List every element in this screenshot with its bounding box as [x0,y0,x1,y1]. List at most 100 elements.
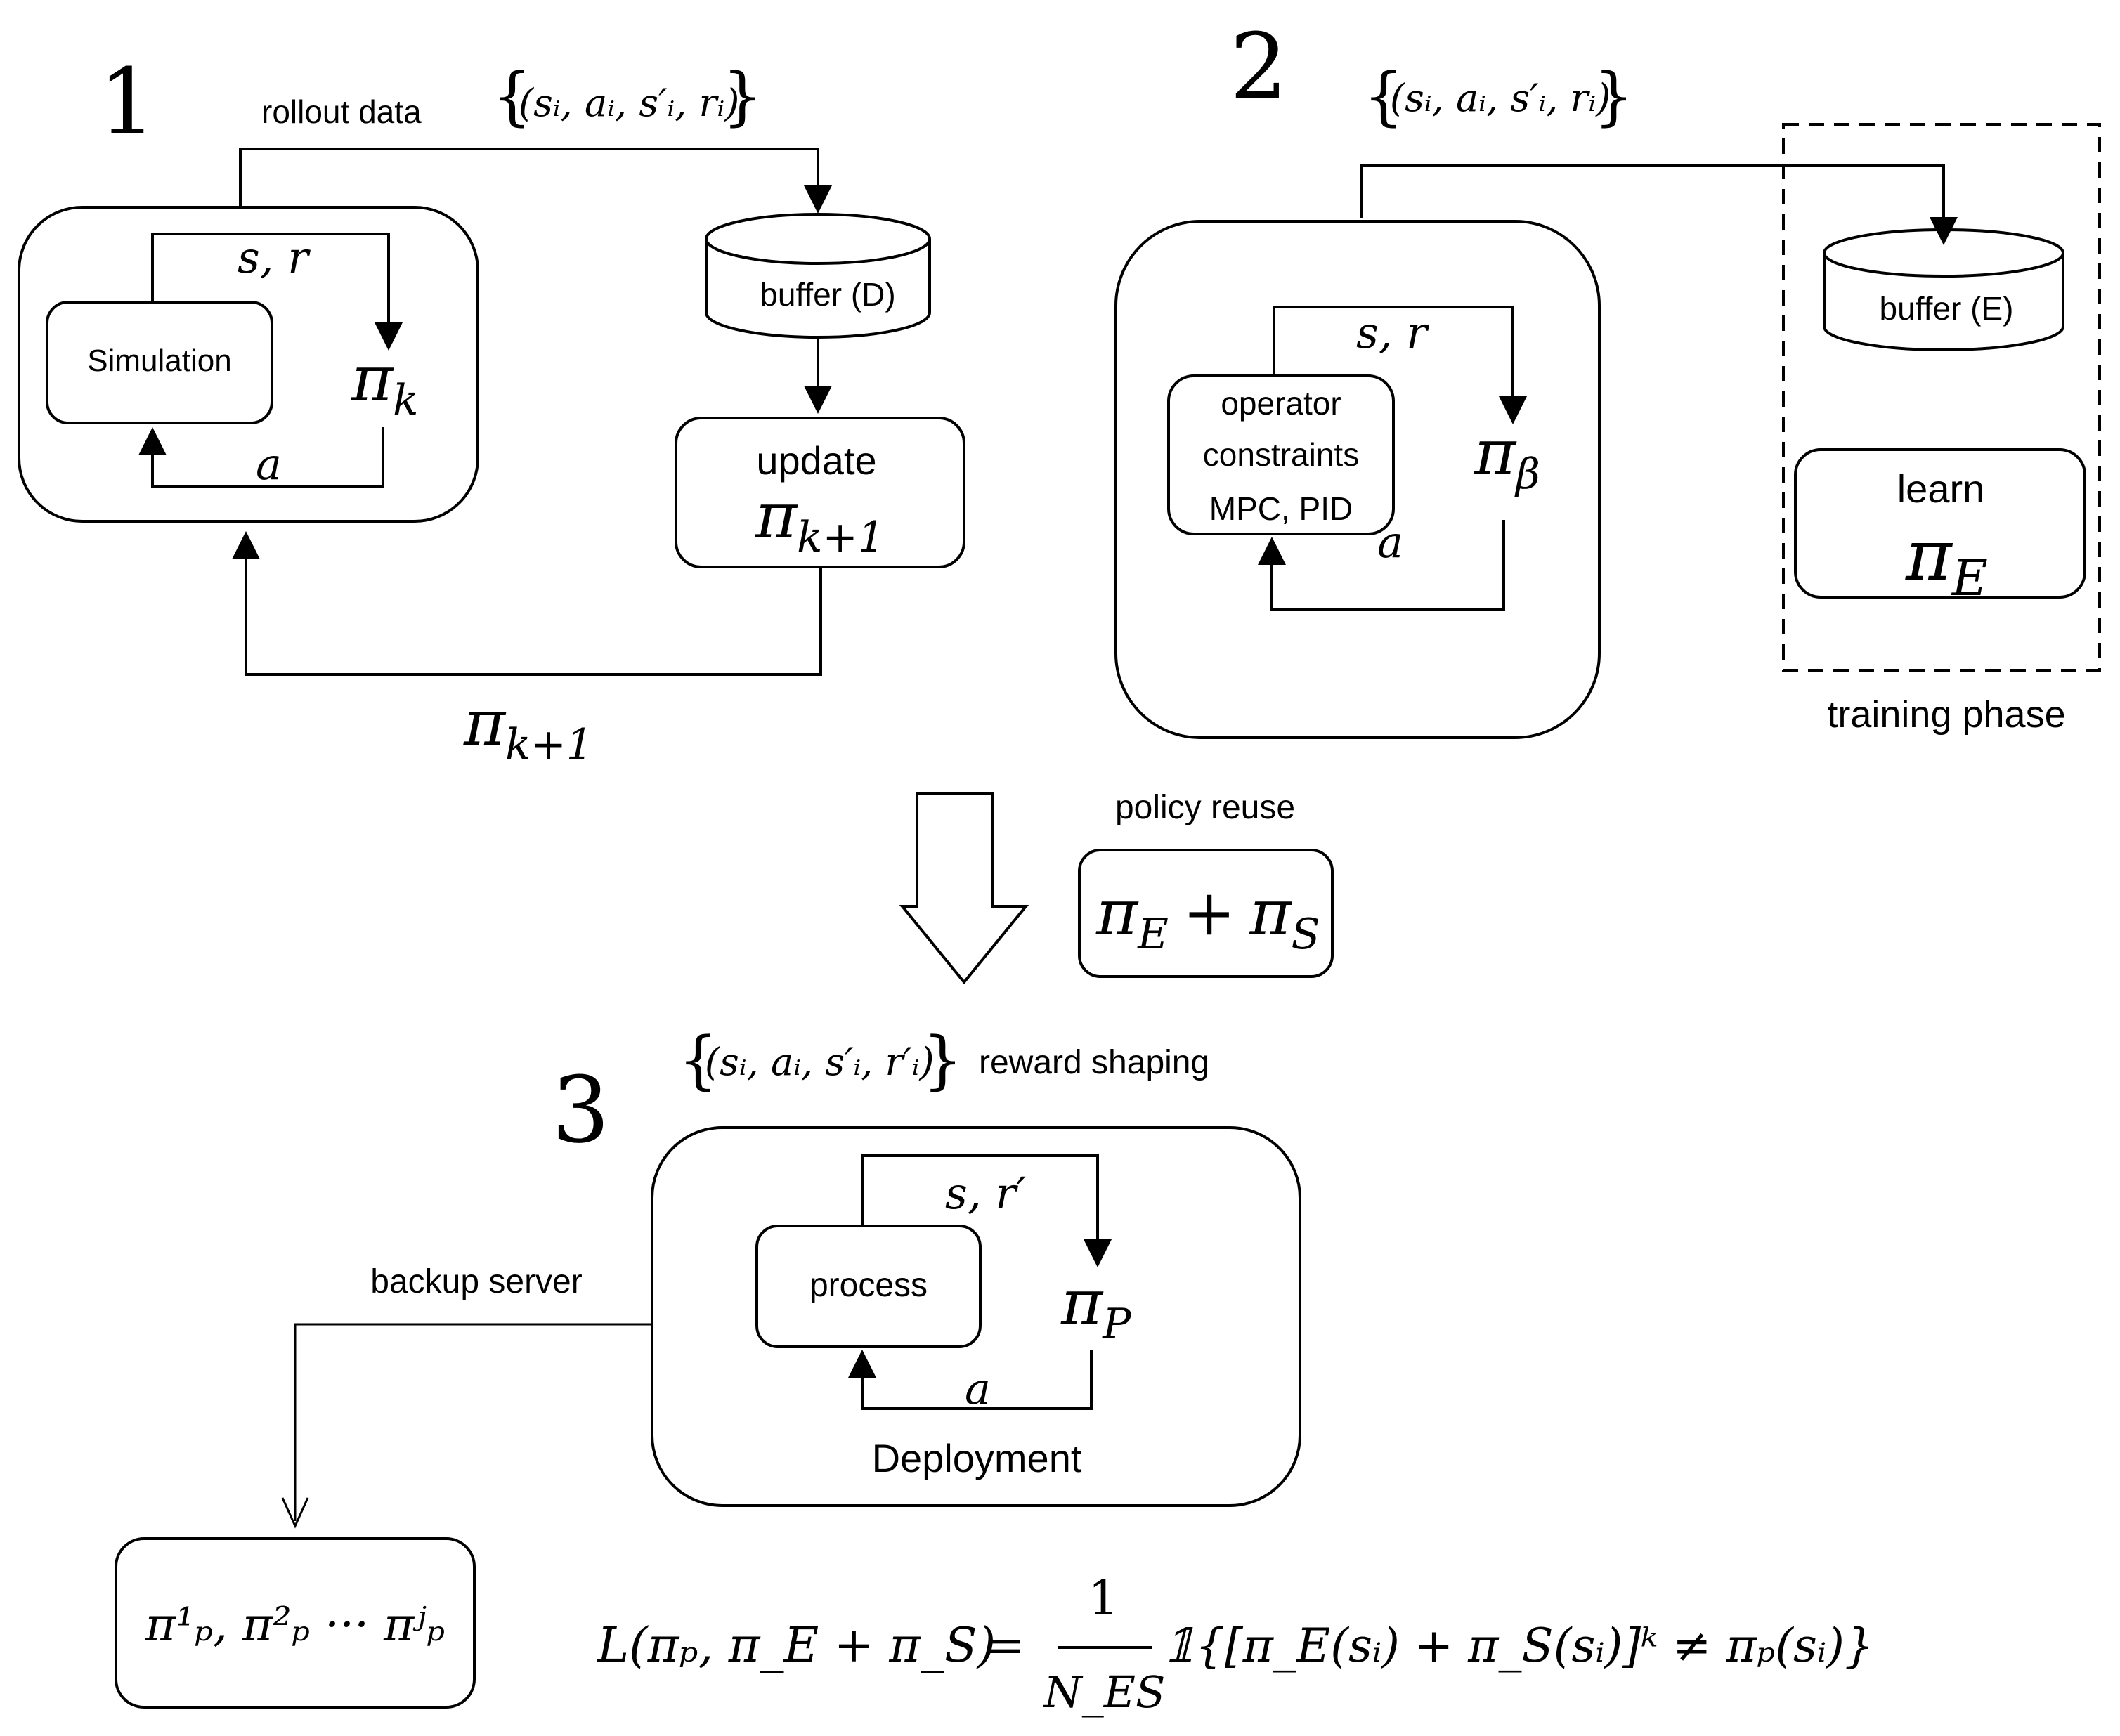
learn-policy-symbol: π [1905,514,1953,596]
state-reward-label-2: s, r [1356,307,1429,358]
equation-denominator: N_ES [1043,1666,1166,1718]
action-label-2: a [1377,516,1403,568]
backup-policies: π¹ₚ, π²ₚ ··· πʲₚ [145,1598,446,1652]
action-arrow-3 [848,1350,1093,1410]
process-label: process [809,1267,928,1304]
learn-policy: πE [1905,514,1988,607]
learn-policy-subscript: E [1951,549,1988,607]
policy-k: πk [351,342,419,425]
update-policy-subscript: k+1 [797,513,885,562]
training-phase-label: training phase [1827,693,2065,736]
feedback-policy: πk+1 [463,686,593,769]
down-hollow-arrow [899,792,1029,985]
state-reward-label-3: s, r′ [945,1168,1026,1219]
policy-p: πP [1060,1266,1132,1349]
policy-reuse-label: policy reuse [1115,789,1295,826]
process-box [755,1225,982,1348]
equation-equals: = [985,1618,1025,1673]
simulation-box [46,301,273,424]
update-label: update [756,438,876,483]
panel-3-tuple-text: (sᵢ, aᵢ, s′ᵢ, r′ᵢ) [705,1040,935,1084]
reuse-plus: + [1183,876,1235,950]
panel-3-tuple-open-brace: { [678,1024,718,1097]
equation-numerator: 1 [1088,1571,1118,1626]
equation-rhs: 𝟙{[π_E(sᵢ) + π_S(sᵢ)]ᵏ ≠ πₚ(sᵢ)} [1163,1619,1874,1673]
state-reward-arrow-2 [1273,306,1527,424]
backup-server-connector [294,1323,652,1521]
panel-1: 1 rollout data { (sᵢ, aᵢ, s′ᵢ, rᵢ) } Sim… [18,48,965,769]
operator-box [1167,374,1395,535]
policy-feedback-arrow [232,531,822,676]
policy-p-subscript: P [1102,1300,1132,1349]
simulation-label: Simulation [87,344,231,378]
learn-box [1794,448,2086,599]
environment-box-1 [18,206,479,523]
state-reward-label-1: s, r [238,232,311,283]
backup-server-arrowhead [281,1497,309,1529]
policy-beta-subscript: β [1514,450,1540,499]
panel-2-tuple: { (sᵢ, aᵢ, s′ᵢ, rᵢ) } [1363,60,1634,133]
reuse-pi-s-subscript: S [1292,910,1320,959]
buffer-d: buffer (D) [705,213,931,339]
action-label-3: a [965,1363,991,1414]
buffer-e-body [1823,253,2064,351]
policy-k-symbol: π [351,342,394,416]
environment-box-2 [1114,220,1601,739]
buffer-e: buffer (E) [1823,228,2064,351]
rollout-tuple: { (sᵢ, aᵢ, s′ᵢ, rᵢ) } [492,60,762,133]
state-reward-arrow-3 [861,1154,1112,1267]
reward-shaping-label: reward shaping [979,1044,1209,1081]
deployment-box [651,1126,1301,1507]
policy-reuse-box [1078,849,1334,978]
reuse-pi-s-symbol: π [1249,876,1292,950]
panel-2-number: 2 [1230,13,1288,120]
policy-p-symbol: π [1060,1266,1104,1340]
panel-1-number: 1 [98,48,157,155]
update-policy-symbol: π [755,479,798,553]
equation-lhs: L(πₚ, π_E + π_S) [596,1618,996,1673]
loss-equation: L(πₚ, π_E + π_S) = 1 N_ES 𝟙{[π_E(sᵢ) + π… [596,1571,1874,1718]
buffer-d-top [705,213,931,265]
learn-label: learn [1897,466,1985,511]
transition: policy reuse πE+πS [899,789,1334,985]
rollout-tuple-open-brace: { [492,60,532,133]
reuse-pi-e-subscript: E [1137,910,1169,959]
policy-beta-symbol: π [1474,416,1517,490]
backup-policies-box [115,1537,476,1709]
panel-3-tuple: { (sᵢ, aᵢ, s′ᵢ, r′ᵢ) } [678,1024,963,1097]
deployment-label: Deployment [872,1436,1082,1480]
panel-2-tuple-open-brace: { [1363,60,1403,133]
state-reward-arrow-1 [151,233,403,351]
policy-beta: πβ [1474,416,1540,499]
update-policy: πk+1 [755,479,885,562]
panel-3-number: 3 [552,1057,610,1163]
action-arrow-1 [138,427,384,488]
panel-3-tuple-close-brace: } [923,1024,963,1097]
policy-reuse-expression: πE+πS [1095,876,1320,959]
rollout-tuple-close-brace: } [722,60,762,133]
buffer-d-label: buffer (D) [760,276,895,313]
buffer-e-top [1823,228,2064,278]
backup-server-label: backup server [370,1263,582,1300]
policy-k-subscript: k [393,376,418,425]
training-phase-box [1782,123,2101,672]
reuse-pi-e-symbol: π [1095,876,1139,950]
feedback-policy-symbol: π [463,686,507,760]
rollout-data-label: rollout data [261,93,422,130]
panel-2-tuple-text: (sᵢ, aᵢ, s′ᵢ, rᵢ) [1390,76,1611,120]
action-arrow-2 [1258,520,1505,611]
panel-2-connector [1360,164,1958,245]
operator-line-3: MPC, PID [1209,490,1353,527]
panel-2-tuple-close-brace: } [1594,60,1634,133]
action-label-1: a [256,438,282,490]
feedback-policy-subscript: k+1 [505,720,593,769]
panel-3: 3 { (sᵢ, aᵢ, s′ᵢ, r′ᵢ) } reward shaping … [115,1024,1301,1709]
buffer-e-label: buffer (E) [1880,290,2014,327]
operator-line-2: constraints [1203,436,1359,473]
panel-2: 2 { (sᵢ, aᵢ, s′ᵢ, rᵢ) } operator constra… [1114,13,2101,739]
operator-line-1: operator [1221,385,1341,422]
buffer-d-body [705,239,931,339]
rollout-tuple-text: (sᵢ, aᵢ, s′ᵢ, rᵢ) [519,81,739,125]
rollout-connector [239,148,832,214]
